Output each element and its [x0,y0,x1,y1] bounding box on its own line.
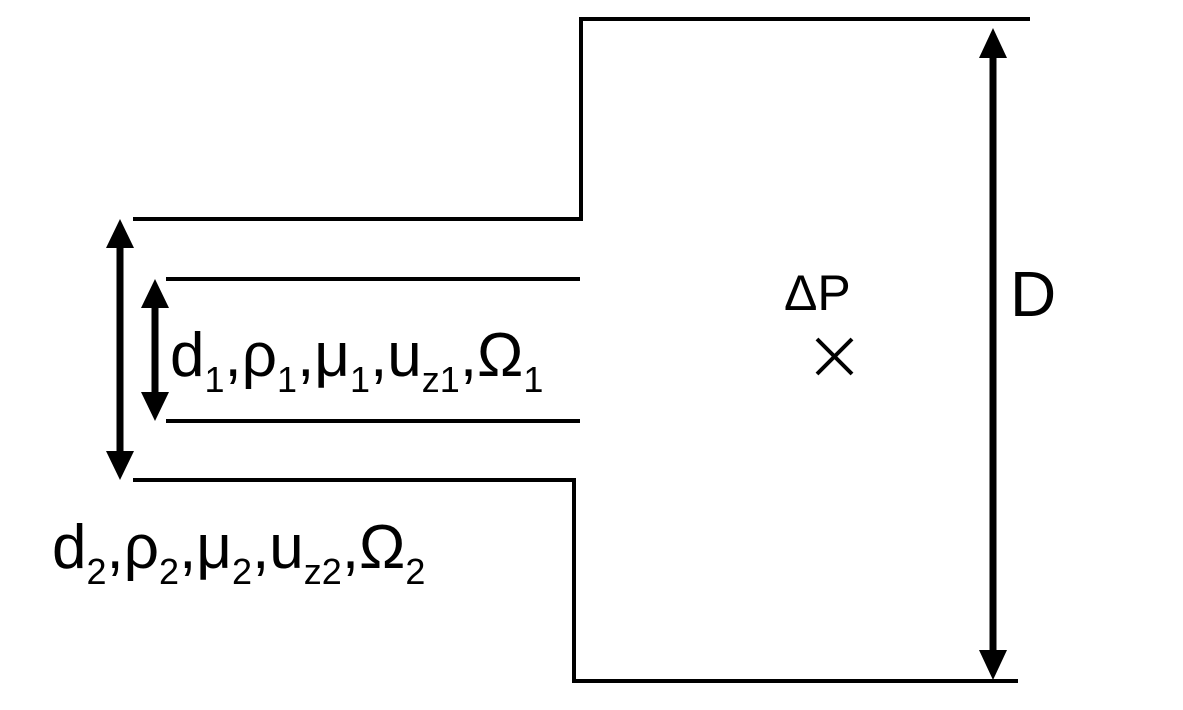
inner-rho-index: 1 [277,359,297,400]
chamber-diameter-label: D [1010,258,1056,330]
outer-rho-index: 2 [159,551,179,592]
sep: , [370,321,387,390]
inner-rho-symbol: ρ [242,321,277,390]
outer-d-symbol: d [52,513,86,582]
sep: , [107,513,124,582]
pressure-point-cross-icon [815,337,854,376]
upper-chamber-wall [133,17,1030,221]
inner-u-sub-z: z [422,359,440,400]
inner-d-index: 1 [204,359,224,400]
inner-mu-symbol: μ [314,321,350,390]
sep: , [342,513,359,582]
cross-stroke-b [815,337,854,376]
outer-jet-diameter-arrow [106,219,134,480]
sep: , [225,321,242,390]
outer-arrow-head-top [106,219,134,248]
inner-u-symbol: u [387,321,421,390]
inner-mu-index: 1 [350,359,370,400]
outer-u-sub-z: z [304,551,322,592]
inner-omega-index: 1 [523,359,543,400]
inner-omega-symbol: Ω [477,321,523,390]
chamber-diameter-arrow [979,28,1007,680]
chamber-arrow-head-top [979,28,1007,58]
pressure-difference-label: ΔP [784,265,851,321]
inner-arrow-head-top [141,279,169,308]
sep: , [460,321,477,390]
inner-arrow-head-bottom [141,392,169,421]
outer-rho-symbol: ρ [124,513,159,582]
outer-u-index: 2 [322,551,342,592]
sep: , [179,513,196,582]
outer-mu-index: 2 [232,551,252,592]
outer-d-index: 2 [86,551,106,592]
inner-jet-parameters: d1,ρ1,μ1,uz1,Ω1 [170,321,543,400]
outer-mu-symbol: μ [196,513,232,582]
outer-omega-index: 2 [405,551,425,592]
outer-omega-symbol: Ω [359,513,405,582]
inner-d-symbol: d [170,321,204,390]
chamber-arrow-head-bottom [979,650,1007,680]
outer-u-symbol: u [269,513,303,582]
sep: , [297,321,314,390]
outer-jet-parameters: d2,ρ2,μ2,uz2,Ω2 [52,513,425,592]
sep: , [252,513,269,582]
inner-u-index: 1 [440,359,460,400]
inner-jet-diameter-arrow [141,279,169,421]
chamber-outline [133,17,1030,683]
outer-arrow-head-bottom [106,451,134,480]
lower-chamber-wall [133,478,1018,683]
